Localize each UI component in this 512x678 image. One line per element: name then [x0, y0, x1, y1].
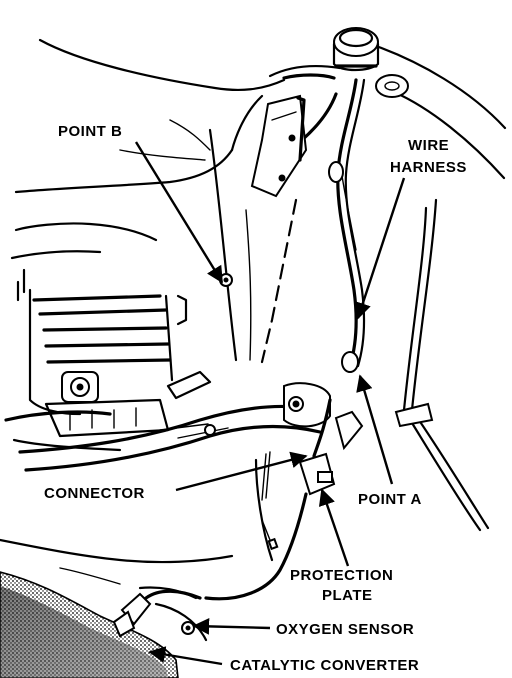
leader-connector — [175, 451, 308, 492]
leader-point-b — [134, 141, 224, 284]
label-protection-plate-line1: PROTECTION — [290, 567, 393, 584]
label-oxygen-sensor: OXYGEN SENSOR — [276, 621, 414, 638]
leader-catalytic-converter — [148, 646, 223, 666]
wire-harness — [268, 64, 366, 373]
engine-block — [4, 222, 212, 452]
brake-line — [394, 198, 490, 532]
label-wire-harness-line1: WIRE — [408, 137, 449, 154]
strut-top — [332, 27, 380, 72]
leader-wire-harness — [354, 177, 406, 320]
label-connector: CONNECTOR — [44, 485, 145, 502]
control-arm — [18, 382, 331, 472]
harness-bracket — [250, 94, 308, 198]
label-point-b: POINT B — [58, 123, 122, 140]
leader-point-a — [356, 374, 394, 485]
catalytic-converter — [0, 571, 179, 678]
label-protection-plate-line2: PLATE — [322, 587, 373, 604]
connector-assembly — [204, 398, 364, 601]
leader-lines — [134, 141, 406, 666]
label-wire-harness-line2: HARNESS — [390, 159, 467, 176]
oxygen-sensor — [112, 589, 208, 642]
label-point-a: POINT A — [358, 491, 422, 508]
leader-protection-plate — [318, 488, 350, 567]
leader-oxygen-sensor — [192, 618, 271, 635]
labels: POINT B WIRE HARNESS CONNECTOR POINT A P… — [44, 123, 467, 674]
body-panel-outline — [14, 38, 507, 194]
label-catalytic-converter: CATALYTIC CONVERTER — [230, 657, 419, 674]
